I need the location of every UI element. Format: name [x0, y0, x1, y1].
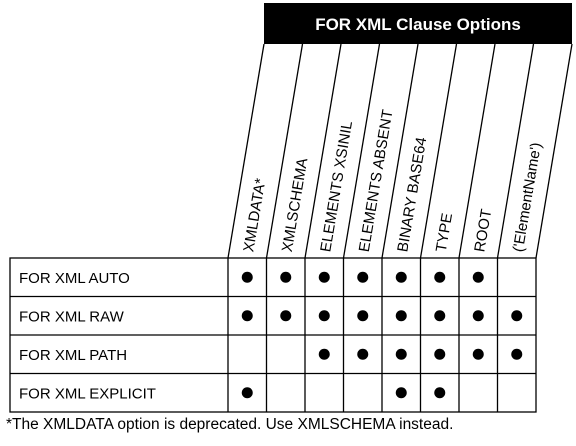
- supported-dot: [434, 387, 446, 399]
- supported-dot: [241, 387, 253, 399]
- supported-dot: [434, 310, 446, 322]
- row-label: FOR XML EXPLICIT: [19, 385, 156, 402]
- header-divider: [265, 43, 304, 259]
- supported-dot: [511, 348, 523, 360]
- header-divider: [227, 43, 265, 259]
- supported-dot: [318, 348, 330, 360]
- supported-dot: [434, 271, 446, 283]
- supported-dot: [318, 271, 330, 283]
- supported-dot: [357, 271, 369, 283]
- header-divider: [496, 43, 535, 259]
- row-label: FOR XML AUTO: [19, 270, 130, 287]
- column-header: XMLSCHEMA: [279, 157, 312, 254]
- supported-dot: [318, 310, 330, 322]
- supported-dot: [395, 348, 407, 360]
- column-header: ELEMENTS XSINIL: [317, 120, 356, 254]
- supported-dot: [280, 310, 292, 322]
- column-header: ELEMENTS ABSENT: [356, 108, 397, 253]
- supported-dot: [472, 348, 484, 360]
- header-divider: [342, 43, 381, 259]
- row-label: FOR XML PATH: [19, 347, 127, 364]
- column-header: TYPE: [433, 212, 456, 253]
- column-header: ROOT: [471, 208, 495, 254]
- supported-dot: [395, 387, 407, 399]
- supported-dot: [472, 310, 484, 322]
- header-divider: [304, 43, 342, 259]
- header-divider: [458, 43, 496, 259]
- footnote: *The XMLDATA option is deprecated. Use X…: [6, 416, 454, 433]
- supported-dot: [241, 271, 253, 283]
- banner-title: FOR XML Clause Options: [315, 15, 521, 34]
- banner-background: [264, 3, 572, 44]
- header-divider: [381, 43, 419, 259]
- supported-dot: [241, 310, 253, 322]
- supported-dot: [472, 271, 484, 283]
- supported-dot: [280, 271, 292, 283]
- supported-dot: [395, 271, 407, 283]
- supported-dot: [434, 348, 446, 360]
- header-divider: [419, 43, 458, 259]
- row-label: FOR XML RAW: [19, 308, 125, 325]
- supported-dot: [395, 310, 407, 322]
- supported-dot: [511, 310, 523, 322]
- supported-dot: [357, 310, 369, 322]
- supported-dot: [357, 348, 369, 360]
- header-divider: [535, 43, 573, 259]
- column-header: XMLDATA*: [240, 177, 269, 253]
